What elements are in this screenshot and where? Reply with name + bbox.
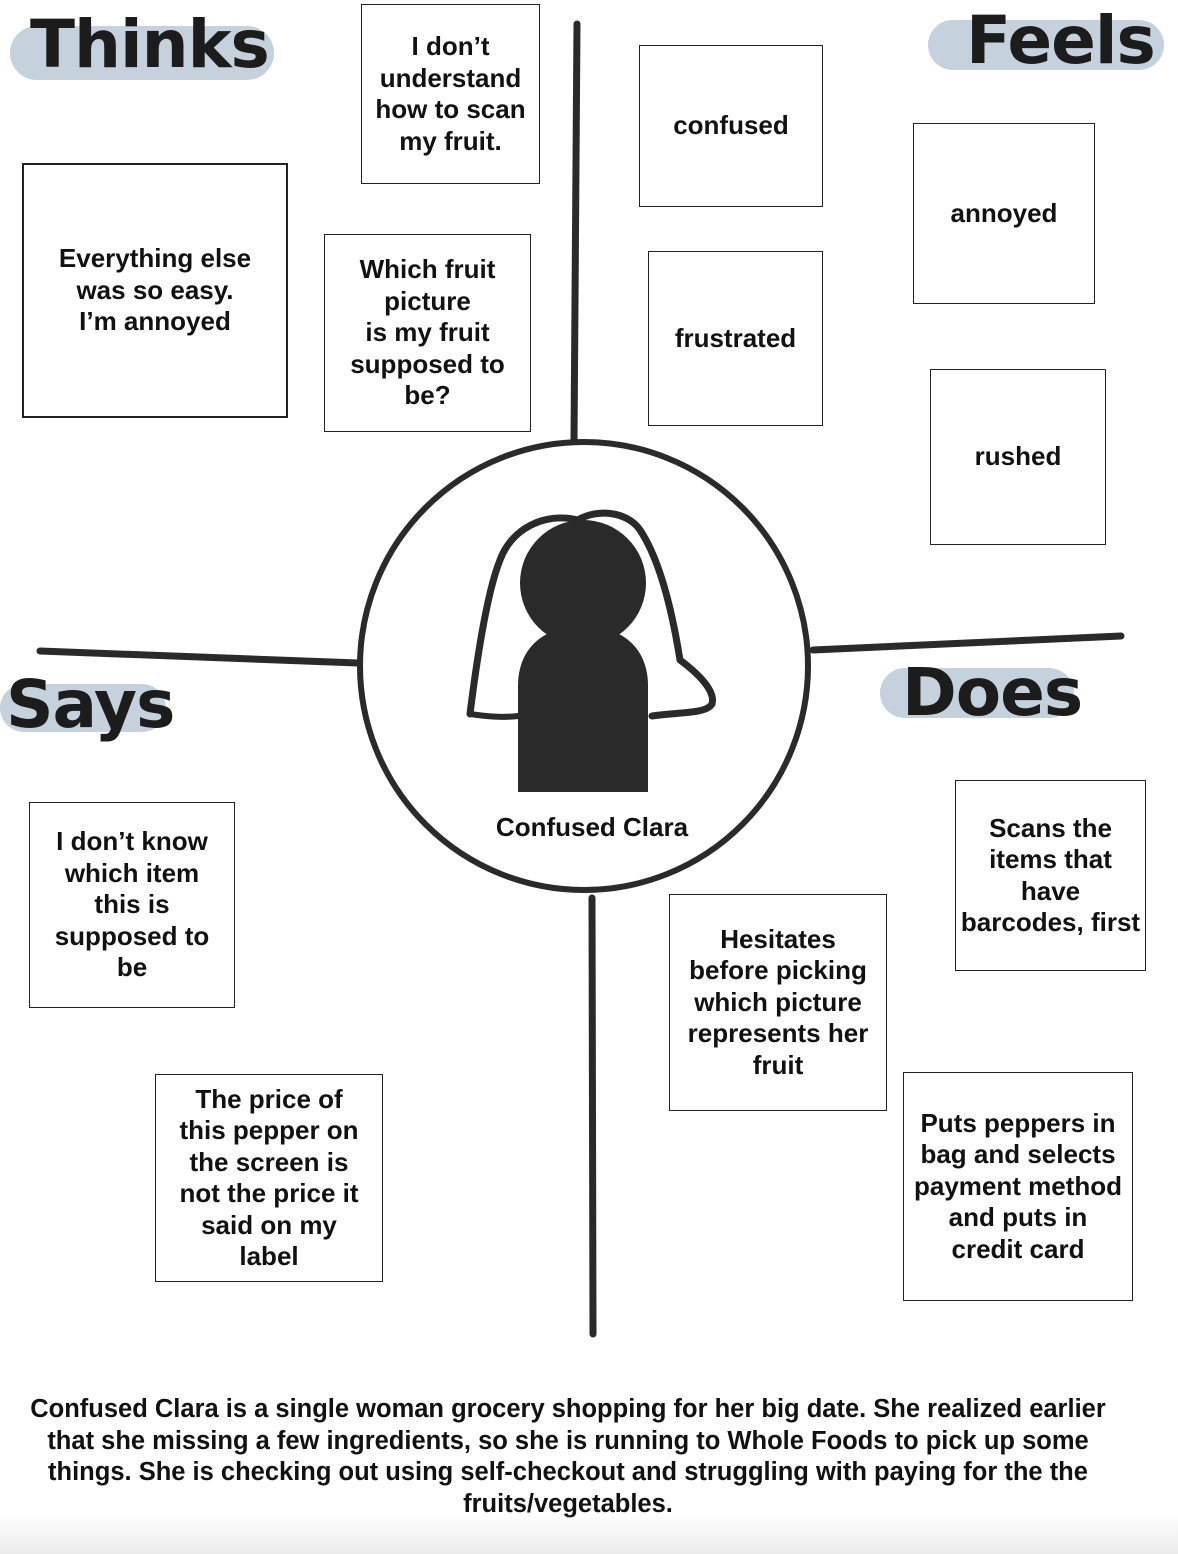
feels-title: Feels (966, 2, 1156, 79)
says-title: Says (6, 666, 175, 743)
feels-card-rushed: rushed (930, 369, 1106, 545)
does-title: Does (902, 654, 1083, 731)
feels-card-frustrated: frustrated (648, 251, 823, 426)
says-highlight (0, 684, 166, 732)
feels-card-confused: confused (639, 45, 823, 207)
persona-name: Confused Clara (495, 812, 689, 842)
person-icon (466, 509, 716, 792)
persona-summary: Confused Clara is a single woman grocery… (30, 1395, 1106, 1518)
bottom-shade (0, 1514, 1178, 1554)
thinks-card-which-fruit: Which fruit picture is my fruit supposed… (324, 234, 531, 432)
thinks-highlight (10, 26, 274, 80)
thinks-card-scan-fruit: I don’t understand how to scan my fruit. (361, 4, 540, 184)
feels-highlight (928, 20, 1164, 70)
feels-card-annoyed: annoyed (913, 123, 1095, 304)
says-card-which-item: I don’t know which item this is supposed… (29, 802, 235, 1008)
does-card-puts-peppers: Puts peppers in bag and selects payment … (903, 1072, 1133, 1301)
does-card-hesitates: Hesitates before picking which picture r… (669, 894, 887, 1111)
says-card-pepper-price: The price of this pepper on the screen i… (155, 1074, 383, 1282)
thinks-title: Thinks (30, 6, 270, 83)
does-highlight (880, 668, 1074, 718)
thinks-card-everything-easy: Everything else was so easy. I’m annoyed (22, 163, 288, 418)
does-card-scans-barcodes: Scans the items that have barcodes, firs… (955, 780, 1146, 971)
